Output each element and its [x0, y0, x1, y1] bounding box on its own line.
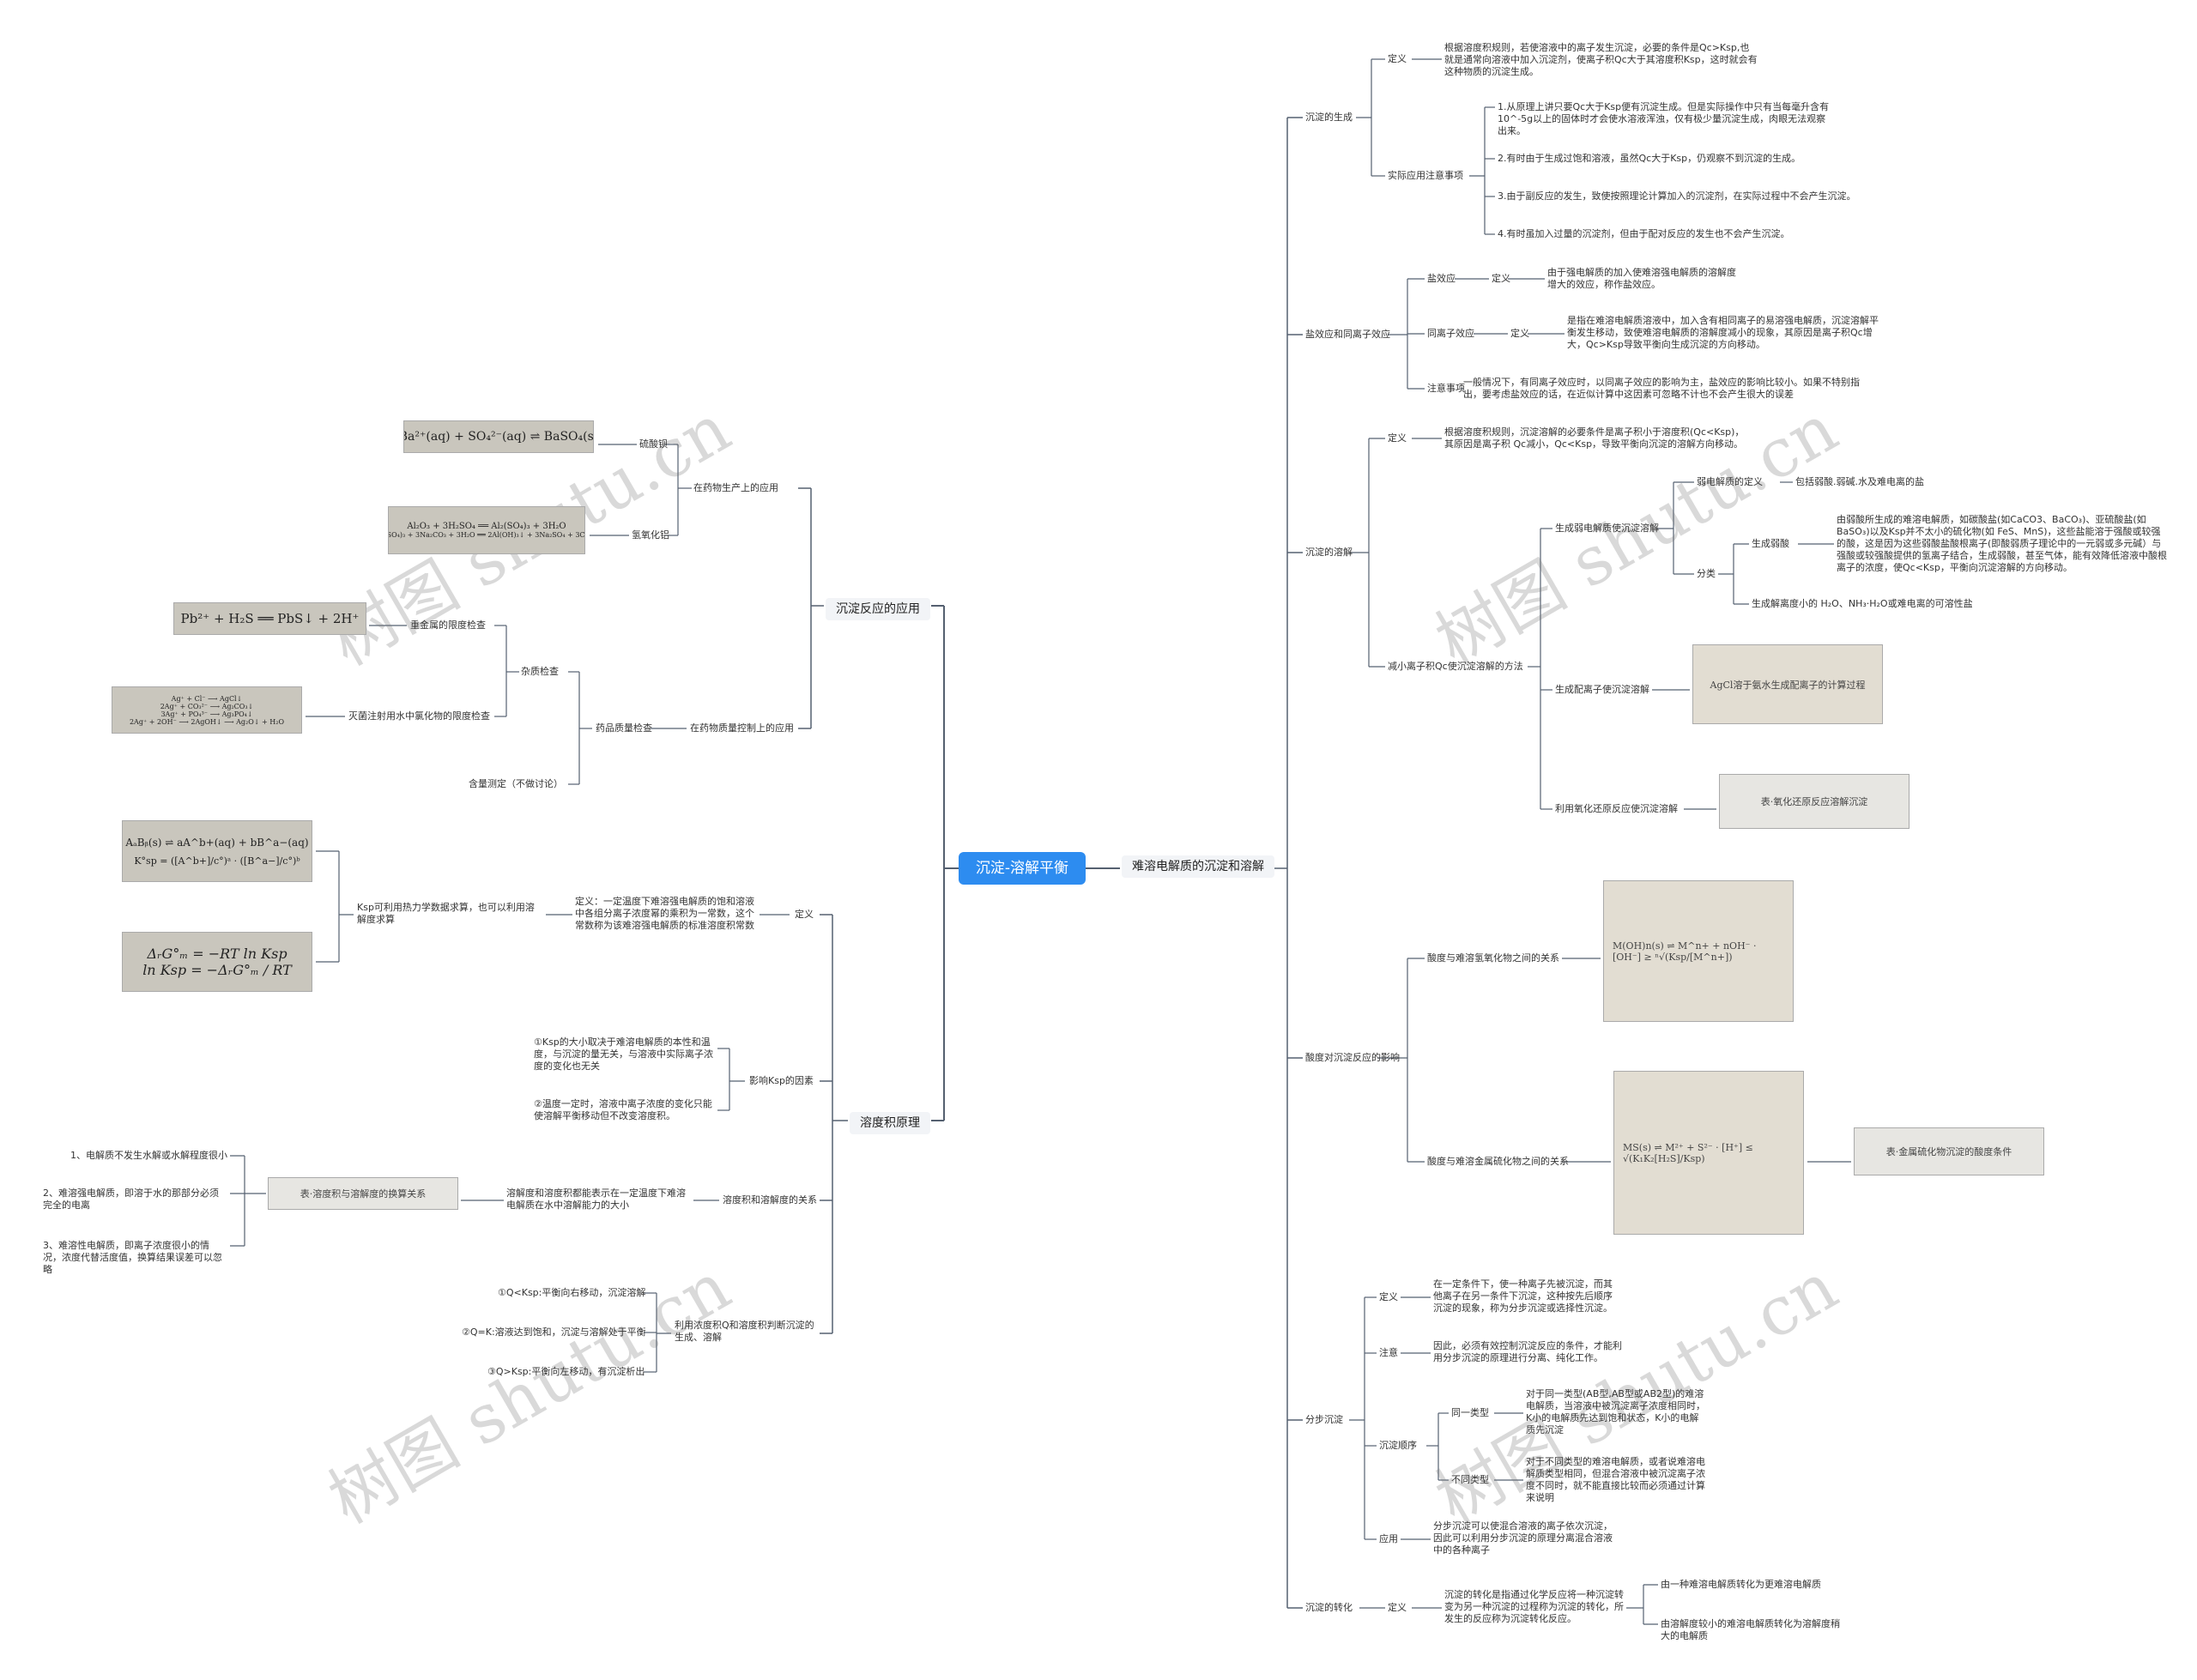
node-stepwise-note-label[interactable]: 注意 [1379, 1347, 1398, 1359]
node-formation-notes[interactable]: 实际应用注意事项 [1388, 170, 1463, 182]
node-ksp-factor-1: ①Ksp的大小取决于难溶电解质的本性和温度，与沉淀的量无关，与溶液中实际离子浓度… [534, 1036, 714, 1073]
node-order-diff[interactable]: 不同类型 [1451, 1474, 1489, 1486]
node-conversion-item-2: 由溶解度较小的难溶电解质转化为溶解度稍大的电解质 [1661, 1618, 1845, 1642]
node-baso4[interactable]: 硫酸钡 [639, 438, 668, 450]
node-drug-production[interactable]: 在药物生产上的应用 [693, 482, 778, 494]
node-stepwise-def: 在一定条件下，使一种离子先被沉淀，而其他离子在另一条件下沉淀，这种按先后顺序沉淀… [1433, 1278, 1613, 1314]
node-stepwise-app-label[interactable]: 应用 [1379, 1533, 1398, 1545]
node-weak-acid-text: 由弱酸所生成的难溶电解质，如碳酸盐(如CaCO3、BaCO₃)、亚硫酸盐(如 B… [1837, 514, 2167, 574]
node-aloh[interactable]: 氢氧化铝 [632, 529, 669, 541]
node-ksp-relation-text: 溶解度和溶度积都能表示在一定温度下难溶电解质在水中溶解能力的大小 [506, 1187, 691, 1212]
node-acid-sulfide[interactable]: 酸度与难溶金属硫化物之间的关系 [1427, 1156, 1569, 1168]
node-quality-control[interactable]: 在药物质量控制上的应用 [690, 722, 794, 734]
node-order-diff-text: 对于不同类型的难溶电解质，或者说难溶电解质类型相同，但混合溶液中被沉淀离子浓度不… [1526, 1456, 1706, 1504]
redox-table-image: 表·氧化还原反应溶解沉淀 [1719, 774, 1910, 829]
node-salt-effects[interactable]: 盐效应和同离子效应 [1305, 329, 1390, 341]
node-formation[interactable]: 沉淀的生成 [1305, 112, 1353, 124]
hydroxide-handwritten-image: M(OH)n(s) ⇌ M^n+ + nOH⁻ · [OH⁻] ≥ ⁿ√(Ksp… [1603, 880, 1794, 1022]
node-ksp-factors[interactable]: 影响Ksp的因素 [749, 1075, 814, 1087]
chloride-equation-image: Ag⁺ + Cl⁻ ⟶ AgCl↓ 2Ag⁺ + CO₃²⁻ ⟶ Ag₂CO₃↓… [112, 686, 302, 734]
node-ksp-def-label[interactable]: 定义 [795, 909, 814, 921]
sulfide-handwritten-image: MS(s) ⇌ M²⁺ + S²⁻ · [H⁺] ≤ √(K₁K₂[H₂S]/K… [1613, 1071, 1804, 1235]
heavy-metal-equation-image: Pb²⁺ + H₂S ══ PbS↓ + 2H⁺ [173, 602, 366, 635]
node-reduce-qc[interactable]: 减小离子积Qc使沉淀溶解的方法 [1388, 661, 1523, 673]
node-weak-def-label[interactable]: 弱电解质的定义 [1697, 476, 1763, 488]
aloh-equation-image: Al₂O₃ + 3H₂SO₄ ══ Al₂(SO₄)₃ + 3H₂O Al₂(S… [388, 506, 585, 554]
node-conversion-item-1: 由一种难溶电解质转化为更难溶电解质 [1661, 1579, 1821, 1591]
complex-ion-calc-image: AgCl溶于氨水生成配离子的计算过程 [1692, 644, 1883, 724]
baso4-equation-image: Ba²⁺(aq) + SO₄²⁻(aq) ⇌ BaSO₄(s) [403, 420, 594, 453]
node-order-same-text: 对于同一类型(AB型,AB型或AB2型)的难溶电解质，当溶液中被沉淀离子浓度相同… [1526, 1388, 1706, 1436]
node-stepwise-app: 分步沉淀可以使混合溶液的离子依次沉淀，因此可以利用分步沉淀的原理分离混合溶液中的… [1433, 1520, 1613, 1556]
node-impurity[interactable]: 杂质检查 [521, 666, 559, 678]
ksp-equation-image: AₐBᵦ(s) ⇌ aA^b+(aq) + bB^a−(aq) K°sp = (… [122, 820, 312, 882]
node-heavy-metal[interactable]: 重金属的限度检查 [410, 619, 486, 632]
node-conversion-def: 沉淀的转化是指通过化学反应将一种沉淀转变为另一种沉淀的过程称为沉淀的转化，所发生… [1444, 1589, 1625, 1625]
branch-precipitation-dissolution[interactable]: 难溶电解质的沉淀和溶解 [1122, 855, 1274, 878]
node-relation-note-3: 3、难溶性电解质，即离子浓度很小的情况，浓度代替活度值，换算结果误差可以忽略 [43, 1240, 227, 1276]
node-order-label[interactable]: 沉淀顺序 [1379, 1440, 1417, 1452]
node-rule-2: ②Q=K:溶液达到饱和，沉淀与溶解处于平衡 [462, 1326, 646, 1339]
node-salt-def: 由于强电解质的加入使难溶强电解质的溶解度增大的效应，称作盐效应。 [1547, 267, 1745, 291]
node-common-def-label[interactable]: 定义 [1510, 328, 1529, 340]
node-acid-hydroxide[interactable]: 酸度与难溶氢氧化物之间的关系 [1427, 952, 1559, 964]
node-formation-note-2: 2.有时由于生成过饱和溶液，虽然Qc大于Ksp，仍观察不到沉淀的生成。 [1498, 153, 1858, 165]
node-formation-note-1: 1.从原理上讲只要Qc大于Ksp便有沉淀生成。但是实际操作中只有当每毫升含有10… [1498, 101, 1832, 137]
node-dissolution-def-label[interactable]: 定义 [1388, 432, 1407, 444]
root-node[interactable]: 沉淀-溶解平衡 [959, 852, 1086, 885]
node-ksp-relation[interactable]: 溶度积和溶解度的关系 [723, 1194, 817, 1206]
branch-solubility-product[interactable]: 溶度积原理 [850, 1112, 930, 1134]
node-conversion[interactable]: 沉淀的转化 [1305, 1602, 1353, 1614]
node-relation-note-2: 2、难溶强电解质，即溶于水的那部分必须完全的电离 [43, 1187, 227, 1212]
node-weak-electrolyte[interactable]: 生成弱电解质使沉淀溶解 [1555, 523, 1659, 535]
node-content[interactable]: 含量测定（不做讨论） [469, 778, 563, 790]
node-formation-def-label[interactable]: 定义 [1388, 53, 1407, 65]
node-ksp-factor-2: ②温度一定时，溶液中离子浓度的变化只能使溶解平衡移动但不改变溶度积。 [534, 1098, 714, 1122]
node-salt-def-label[interactable]: 定义 [1492, 273, 1510, 285]
node-rule-3: ③Q>Ksp:平衡向左移动，有沉淀析出 [487, 1366, 645, 1378]
node-salt-notes-label[interactable]: 注意事项 [1427, 383, 1465, 395]
node-dissolution[interactable]: 沉淀的溶解 [1305, 547, 1353, 559]
node-common-def: 是指在难溶电解质溶液中，加入含有相同离子的易溶强电解质，沉淀溶解平衡发生移动，致… [1567, 315, 1880, 351]
node-dissolution-def: 根据溶度积规则，沉淀溶解的必要条件是离子积小于溶度积(Qc<Ksp)，其原因是离… [1444, 426, 1745, 450]
node-stepwise-def-label[interactable]: 定义 [1379, 1291, 1398, 1303]
node-rule-1: ①Q<Ksp:平衡向右移动，沉淀溶解 [498, 1287, 645, 1299]
node-ksp-def: 定义：一定温度下难溶强电解质的饱和溶液中各组分离子浓度幂的乘积为一常数，这个常数… [575, 896, 755, 932]
node-ksp-rule[interactable]: 利用浓度积Q和溶度积判断沉淀的生成、溶解 [675, 1320, 816, 1344]
node-common-ion[interactable]: 同离子效应 [1427, 328, 1474, 340]
node-weak-def: 包括弱酸.弱碱.水及难电离的盐 [1795, 476, 1924, 488]
node-weak-acid[interactable]: 生成弱酸 [1752, 538, 1789, 550]
node-chloride[interactable]: 灭菌注射用水中氯化物的限度检查 [348, 710, 490, 722]
node-conversion-def-label[interactable]: 定义 [1388, 1602, 1407, 1614]
node-complex-ion[interactable]: 生成配离子使沉淀溶解 [1555, 684, 1649, 696]
node-quality-check[interactable]: 药品质量检查 [596, 722, 652, 734]
node-stepwise-note: 因此，必须有效控制沉淀反应的条件，才能利用分步沉淀的原理进行分离、纯化工作。 [1433, 1340, 1631, 1364]
node-formation-def-text: 根据溶度积规则，若使溶液中的离子发生沉淀，必要的条件是Qc>Ksp,也就是通常向… [1444, 42, 1758, 78]
branch-precipitation-application[interactable]: 沉淀反应的应用 [826, 598, 930, 620]
node-salt-effect[interactable]: 盐效应 [1427, 273, 1456, 285]
node-weak-small: 生成解离度小的 H₂O、NH₃·H₂O或难电离的可溶性盐 [1752, 598, 1973, 610]
node-stepwise[interactable]: 分步沉淀 [1305, 1414, 1343, 1426]
sulfide-table-image: 表·金属硫化物沉淀的酸度条件 [1854, 1127, 2044, 1175]
node-relation-note-1: 1、电解质不发生水解或水解程度很小 [43, 1150, 227, 1162]
node-ksp-thermo[interactable]: Ksp可利用热力学数据求算，也可以利用溶解度求算 [357, 902, 542, 926]
node-acidity[interactable]: 酸度对沉淀反应的影响 [1305, 1052, 1400, 1064]
node-formation-note-4: 4.有时虽加入过量的沉淀剂，但由于配对反应的发生也不会产生沉淀。 [1498, 228, 1858, 240]
node-formation-note-3: 3.由于副反应的发生，致使按照理论计算加入的沉淀剂，在实际过程中不会产生沉淀。 [1498, 190, 1858, 202]
gibbs-equation-image: ΔᵣG°ₘ = −RT ln Ksp ln Ksp = −ΔᵣG°ₘ / RT [122, 932, 312, 992]
ksp-relation-table-image: 表·溶度积与溶解度的换算关系 [268, 1177, 458, 1210]
node-classify[interactable]: 分类 [1697, 568, 1716, 580]
node-order-same[interactable]: 同一类型 [1451, 1407, 1489, 1419]
node-redox[interactable]: 利用氧化还原反应使沉淀溶解 [1555, 803, 1678, 815]
node-salt-notes: 一般情况下，有同离子效应时，以同离子效应的影响为主，盐效应的影响比较小。如果不特… [1463, 377, 1867, 401]
